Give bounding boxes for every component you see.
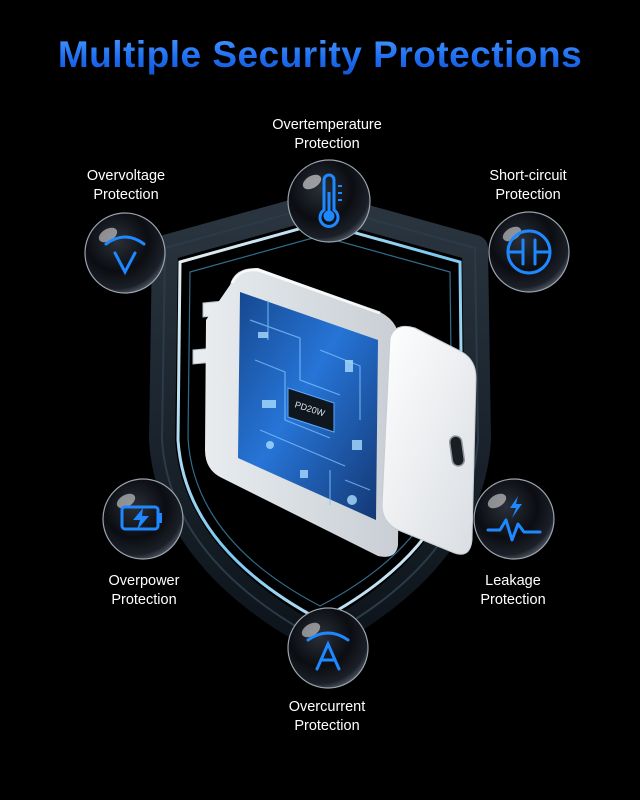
label-line: Protection bbox=[294, 136, 360, 152]
thermometer-icon bbox=[318, 173, 342, 228]
label-line: Overpower bbox=[108, 573, 180, 589]
label-line: Protection bbox=[93, 187, 159, 203]
charger-image: PD20W bbox=[192, 268, 477, 557]
page-title: Multiple Security Protections bbox=[0, 34, 640, 76]
usb-c-port bbox=[448, 435, 466, 467]
label-overvoltage: Overvoltage Protection bbox=[56, 167, 196, 205]
label-line: Overcurrent bbox=[288, 699, 366, 715]
protection-bubble-short-circuit bbox=[488, 211, 570, 293]
label-line: Short-circuit bbox=[489, 168, 567, 184]
pd20w-chip: PD20W bbox=[287, 387, 335, 433]
label-line: Protection bbox=[495, 187, 561, 203]
label-overpower: Overpower Protection bbox=[74, 572, 214, 610]
capacitor-icon bbox=[506, 229, 552, 275]
lightning-pulse-icon bbox=[486, 496, 542, 542]
label-line: Overvoltage bbox=[86, 168, 166, 184]
label-line: Protection bbox=[294, 718, 360, 734]
protection-bubble-overtemperature bbox=[287, 159, 371, 243]
label-leakage: Leakage Protection bbox=[443, 572, 583, 610]
label-overcurrent: Overcurrent Protection bbox=[257, 698, 397, 736]
ampere-gauge-icon bbox=[306, 631, 350, 671]
protection-bubble-overpower bbox=[102, 478, 184, 560]
label-line: Overtemperature bbox=[272, 117, 382, 133]
label-short-circuit: Short-circuit Protection bbox=[458, 167, 598, 205]
label-overtemperature: Overtemperature Protection bbox=[257, 116, 397, 154]
battery-bolt-icon bbox=[120, 505, 162, 531]
label-line: Protection bbox=[480, 592, 546, 608]
protection-bubble-leakage bbox=[473, 478, 555, 560]
protection-bubble-overvoltage bbox=[84, 212, 166, 294]
protection-bubble-overcurrent bbox=[287, 607, 369, 689]
voltage-gauge-icon bbox=[104, 235, 146, 276]
label-line: Protection bbox=[111, 592, 177, 608]
label-line: Leakage bbox=[485, 573, 541, 589]
